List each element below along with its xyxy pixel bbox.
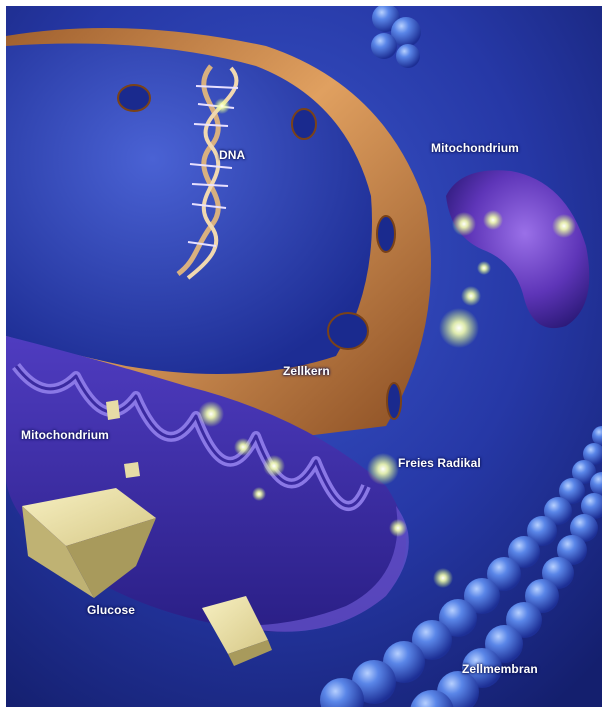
label-zellmembran: Zellmembran xyxy=(462,662,538,676)
cell-illustration: DNA Mitochondrium Zellkern Mitochondrium… xyxy=(6,6,602,707)
label-zellkern: Zellkern xyxy=(283,364,330,378)
label-freies-radikal: Freies Radikal xyxy=(398,456,481,470)
label-mitochondrium-upper: Mitochondrium xyxy=(431,141,519,155)
label-mitochondrium-left: Mitochondrium xyxy=(21,428,109,442)
label-glucose: Glucose xyxy=(87,603,135,617)
cell-diagram-canvas xyxy=(6,6,602,707)
label-dna: DNA xyxy=(219,148,245,162)
